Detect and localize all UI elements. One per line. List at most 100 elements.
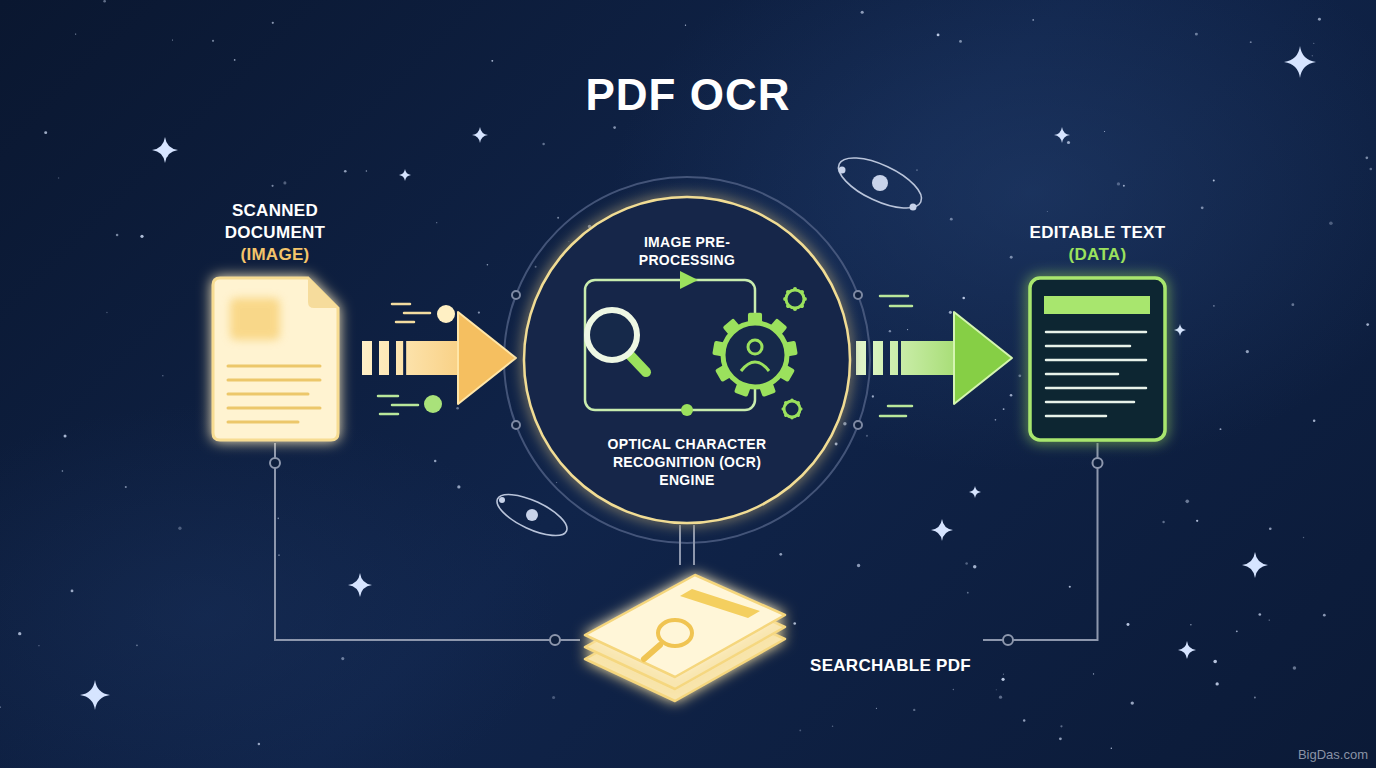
star <box>568 241 569 242</box>
node-heading: EDITABLE TEXT <box>1020 222 1175 244</box>
star <box>1236 630 1238 632</box>
connector-line <box>275 443 580 640</box>
star <box>1069 586 1071 588</box>
search-icon <box>644 620 692 659</box>
star <box>38 645 39 646</box>
star <box>75 33 76 34</box>
star <box>1313 43 1314 44</box>
small-gear-icon <box>781 398 802 419</box>
star <box>1250 41 1252 43</box>
star <box>436 222 437 223</box>
star <box>556 482 557 483</box>
star <box>1059 737 1062 740</box>
text-line <box>228 393 308 396</box>
star <box>1329 221 1333 225</box>
star <box>277 518 279 520</box>
magnifier-icon <box>587 310 646 372</box>
star <box>140 235 143 238</box>
star <box>1131 701 1134 704</box>
star <box>344 170 347 173</box>
star <box>1023 719 1025 721</box>
star <box>1313 419 1316 422</box>
orbit-ring <box>504 177 870 543</box>
star <box>950 218 953 221</box>
star <box>835 442 838 445</box>
stage-label: IMAGE PRE-PROCESSING <box>617 233 757 269</box>
star <box>1258 613 1261 616</box>
star <box>799 730 801 732</box>
node-label: SEARCHABLE PDF <box>810 655 971 677</box>
star <box>71 590 74 593</box>
star <box>62 470 64 472</box>
star <box>456 407 459 410</box>
star <box>178 527 181 530</box>
text-line <box>1046 345 1130 348</box>
star <box>278 554 280 556</box>
node-subheading: (IMAGE) <box>200 244 350 266</box>
star <box>1269 527 1272 530</box>
arrowhead <box>954 312 1012 404</box>
star <box>136 644 138 646</box>
star <box>44 131 47 134</box>
star <box>996 689 997 690</box>
star <box>1010 256 1013 259</box>
star <box>1254 697 1256 699</box>
star <box>552 696 555 699</box>
star <box>779 553 782 556</box>
star <box>1067 141 1070 144</box>
star <box>613 126 616 129</box>
document-sheet <box>1030 278 1165 440</box>
pdf-heading-bar <box>680 589 760 618</box>
star <box>1213 180 1215 182</box>
scanned-document-node: SCANNED DOCUMENT(IMAGE) <box>200 200 350 443</box>
text-line <box>1046 373 1118 376</box>
editable-text-node: EDITABLE TEXT(DATA) <box>1020 222 1175 443</box>
text-line <box>1046 359 1146 362</box>
star <box>866 435 868 437</box>
star <box>962 297 965 300</box>
connector-dot <box>270 458 280 468</box>
small-gear-icon <box>783 287 807 311</box>
star <box>1104 131 1105 132</box>
star <box>1032 19 1034 21</box>
star <box>1003 674 1004 675</box>
star <box>1366 323 1369 326</box>
star <box>999 696 1002 699</box>
star <box>1195 33 1198 36</box>
star <box>172 40 173 41</box>
sparkle-stars <box>80 46 1316 710</box>
loop-arrowhead <box>680 271 698 289</box>
star <box>995 419 997 421</box>
diagram-title: PDF OCR <box>0 70 1376 120</box>
star <box>889 330 891 332</box>
star <box>542 143 545 146</box>
star <box>1060 725 1062 727</box>
star <box>557 217 559 219</box>
star <box>457 485 460 488</box>
star <box>1323 614 1326 617</box>
star <box>949 311 952 314</box>
star <box>1220 428 1222 430</box>
arrow-shaft <box>901 341 956 375</box>
text-line <box>1046 387 1146 390</box>
searchable-pdf-node: SEARCHABLE PDF <box>580 565 983 715</box>
star <box>959 40 962 43</box>
star <box>106 312 107 313</box>
engine-label: OPTICAL CHARACTER RECOGNITION (OCR) ENGI… <box>592 435 782 489</box>
star <box>1111 748 1112 749</box>
star <box>967 592 969 594</box>
star <box>272 22 274 24</box>
star <box>103 0 106 3</box>
text-line <box>228 365 320 368</box>
star <box>843 422 846 425</box>
text-line <box>228 407 320 410</box>
star <box>1047 211 1048 212</box>
star <box>1291 303 1294 306</box>
star <box>1246 350 1249 353</box>
star <box>487 264 489 266</box>
arrowhead <box>458 312 516 404</box>
star <box>366 170 368 172</box>
engine-circle <box>524 197 850 523</box>
connector-line <box>983 443 1103 645</box>
star <box>832 726 833 727</box>
